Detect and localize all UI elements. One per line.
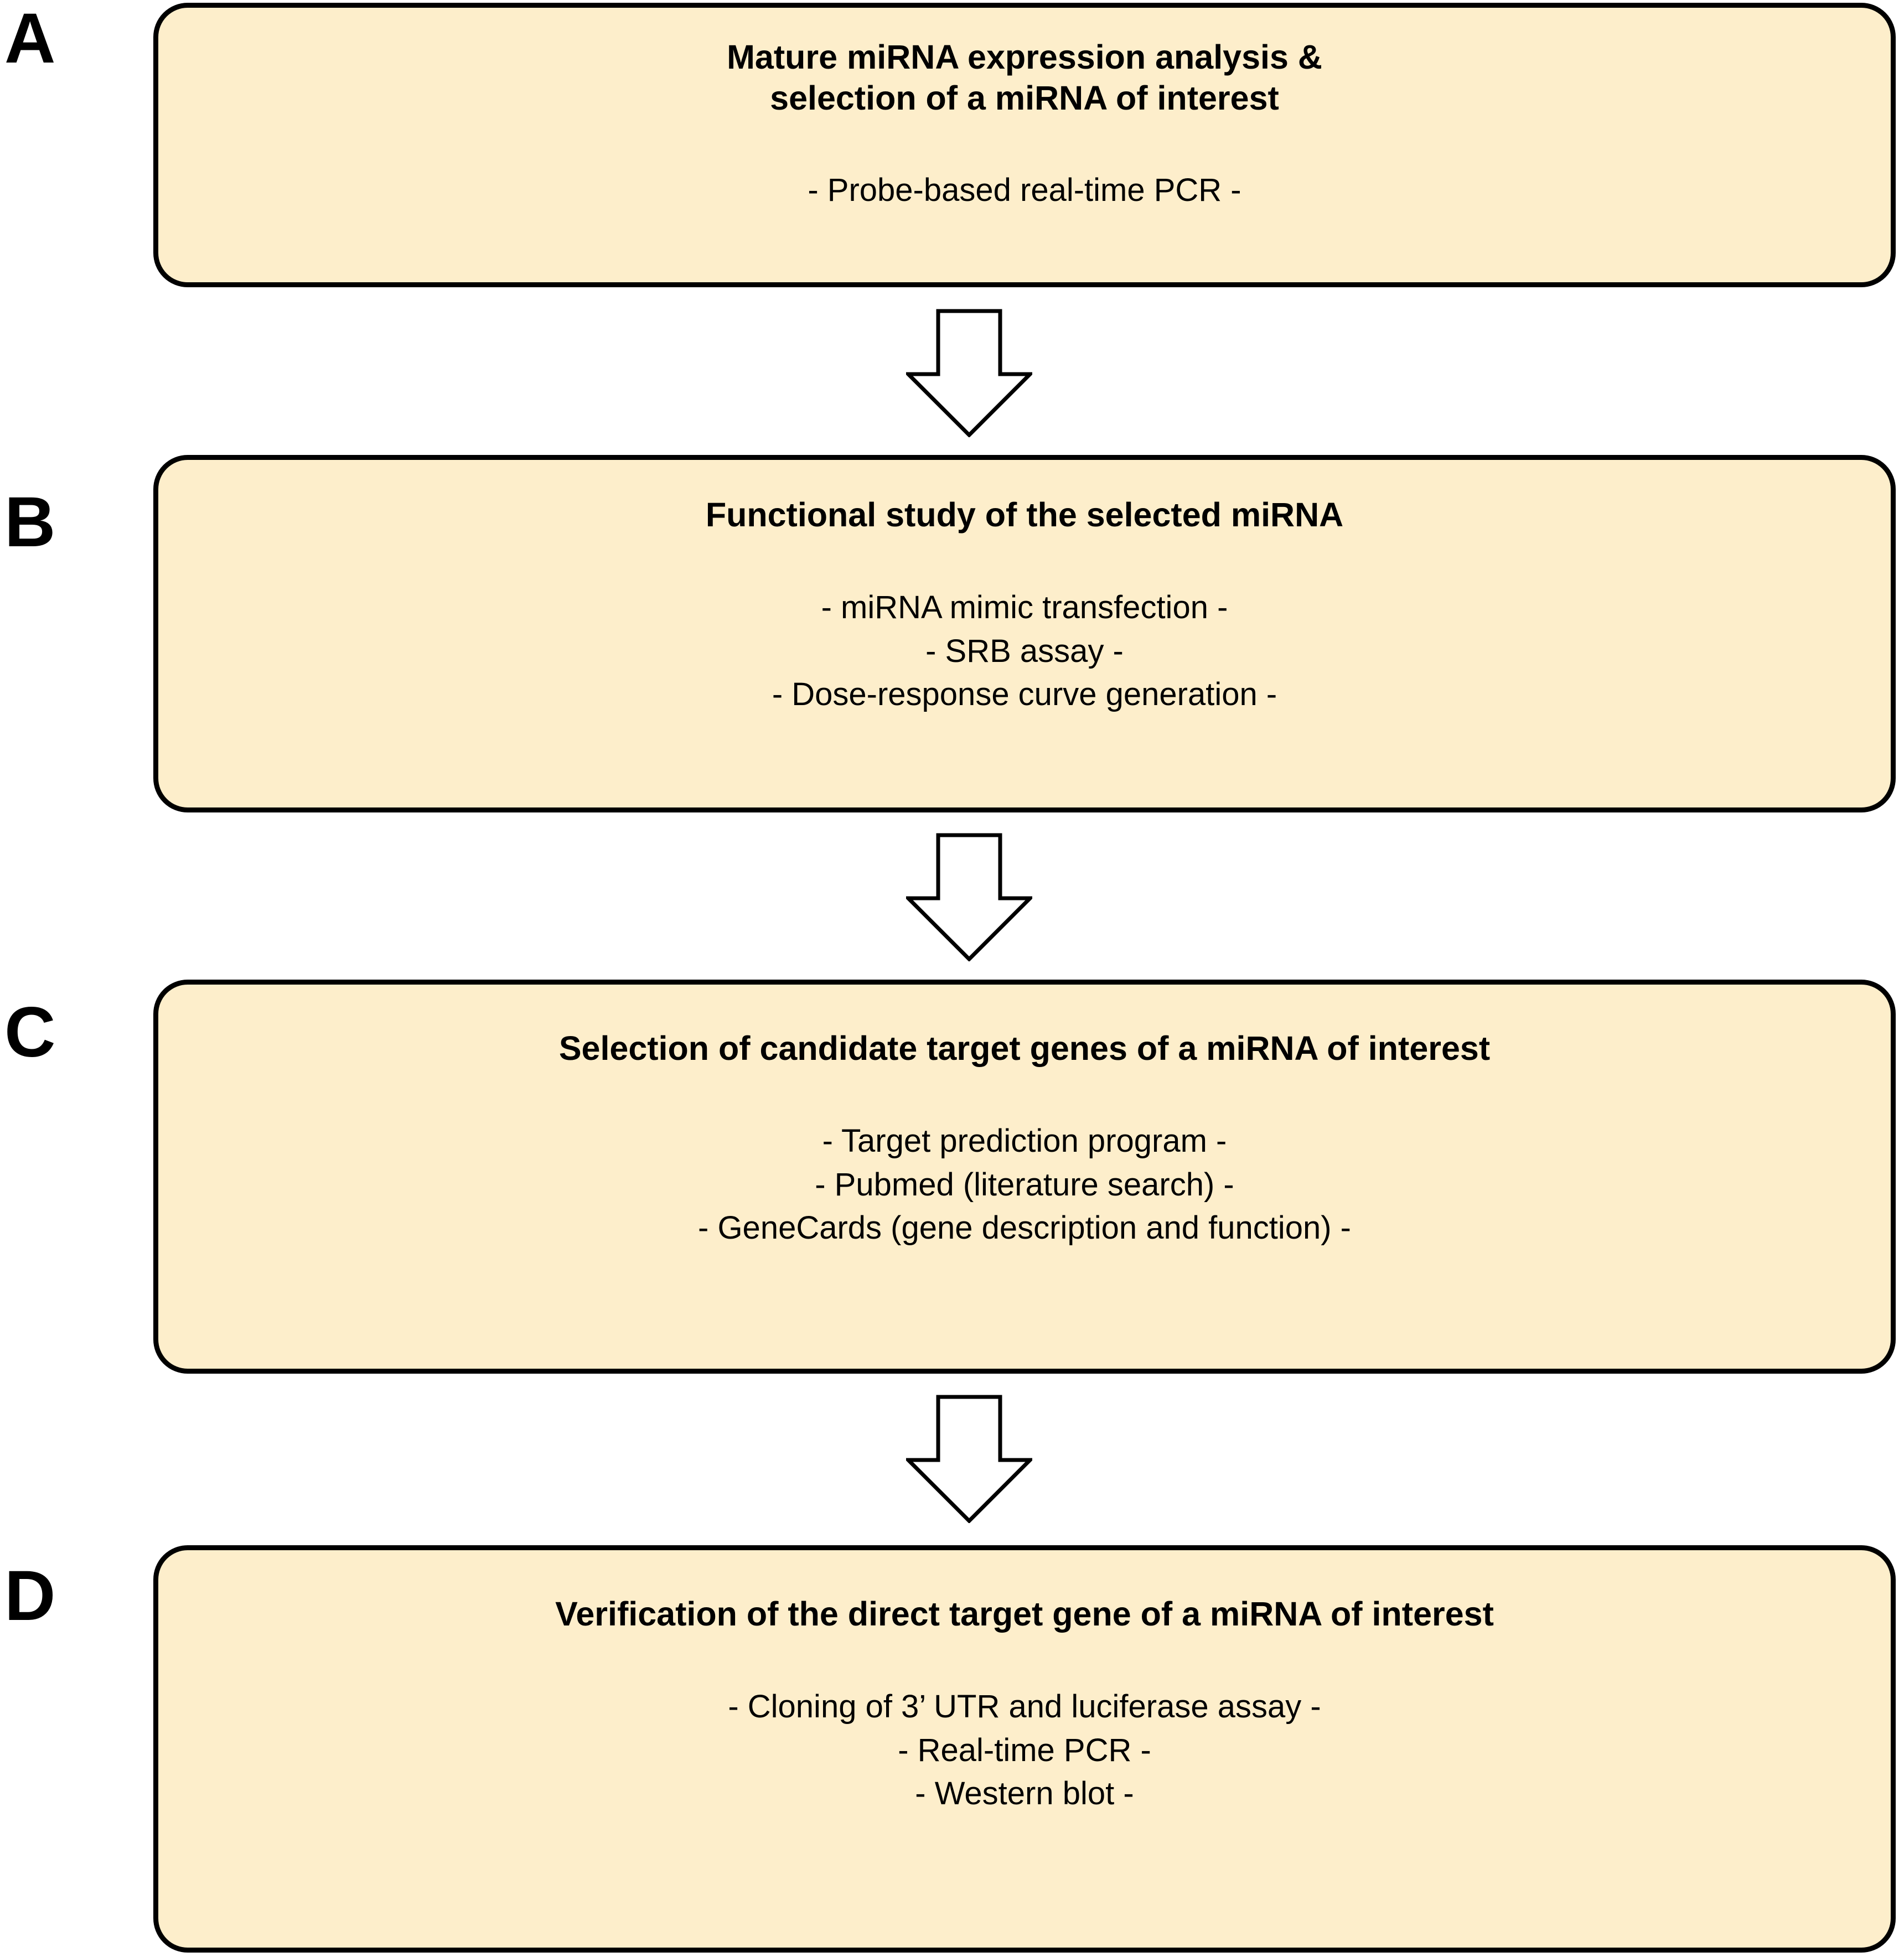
box-a-body: - Probe-based real-time PCR - bbox=[808, 172, 1241, 208]
box-d-body: - Cloning of 3’ UTR and luciferase assay… bbox=[728, 1689, 1321, 1811]
connector-arrow-b-to-c bbox=[906, 833, 1032, 961]
connector-arrow-c-to-d bbox=[906, 1395, 1032, 1523]
panel-label-d: D bbox=[4, 1556, 55, 1635]
box-c-heading: Selection of candidate target genes of a… bbox=[558, 1029, 1491, 1067]
box-a-heading: Mature miRNA expression analysis & selec… bbox=[727, 38, 1322, 117]
box-b-heading: Functional study of the selected miRNA bbox=[705, 496, 1344, 534]
box-d-heading: Verification of the direct target gene o… bbox=[555, 1595, 1494, 1633]
process-box-d: Verification of the direct target gene o… bbox=[153, 1545, 1896, 1953]
process-box-b: Functional study of the selected miRNA -… bbox=[153, 455, 1896, 812]
process-box-a: Mature miRNA expression analysis & selec… bbox=[153, 3, 1896, 287]
panel-label-c: C bbox=[4, 993, 55, 1072]
connector-arrow-a-to-b bbox=[906, 309, 1032, 437]
box-b-body: - miRNA mimic transfection - - SRB assay… bbox=[772, 589, 1277, 712]
process-box-c: Selection of candidate target genes of a… bbox=[153, 980, 1896, 1374]
panel-label-b: B bbox=[4, 483, 55, 562]
box-c-body: - Target prediction program - - Pubmed (… bbox=[698, 1123, 1351, 1246]
panel-label-a: A bbox=[4, 0, 55, 78]
